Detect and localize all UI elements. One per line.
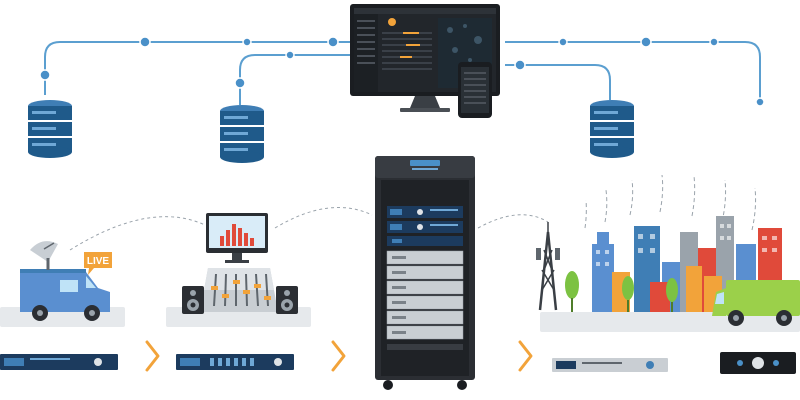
network-node: [242, 37, 252, 47]
audio-mixer-icon: [200, 268, 278, 312]
chevron-right-icon: [145, 340, 160, 372]
network-node: [640, 36, 652, 48]
speaker-icon: [182, 286, 204, 314]
network-nodes: [39, 36, 765, 107]
rack-unit-secondary: [387, 221, 463, 233]
hardware-unit: [720, 352, 796, 374]
chevron-right-icon: [331, 340, 346, 372]
transmission-tower-icon: [536, 222, 560, 311]
server-stack-icon: [28, 100, 72, 158]
rack-unit-tertiary: [387, 236, 463, 246]
network-node: [327, 36, 339, 48]
network-lines: [44, 41, 761, 105]
hardware-unit: [0, 354, 118, 370]
signal-arcs: [69, 206, 549, 251]
rack-amplifiers: [386, 250, 464, 340]
hardware-unit: [176, 354, 294, 370]
broadcast-van-icon: [20, 269, 110, 321]
live-badge: LIVE: [84, 252, 112, 275]
network-node: [39, 69, 51, 81]
chevron-right-icon: [518, 340, 533, 372]
network-node: [709, 37, 719, 47]
network-line-right-branch: [505, 64, 611, 100]
network-node: [755, 97, 765, 107]
rack-cabinet-icon: [375, 156, 475, 390]
live-badge-text: LIVE: [87, 256, 110, 267]
hardware-unit: [552, 358, 668, 372]
network-node: [514, 59, 526, 71]
rack-unit-primary: [387, 206, 463, 218]
monitor-icon: [206, 213, 268, 263]
network-line-left-branch: [239, 42, 356, 105]
network-node: [285, 50, 295, 60]
server-stack-icon: [220, 105, 264, 163]
server-stack-icon: [590, 100, 634, 158]
network-node: [558, 37, 568, 47]
network-line-right: [505, 41, 761, 102]
speaker-icon: [276, 286, 298, 314]
smartphone-icon: [458, 62, 492, 118]
satellite-dish-icon: [30, 241, 58, 270]
tree-icon: [565, 271, 678, 302]
delivery-truck-icon: [712, 280, 800, 326]
network-node: [139, 36, 151, 48]
network-node: [234, 77, 246, 89]
network-line-left: [44, 41, 355, 95]
monitor-icon: [350, 4, 500, 112]
flow-arrows: [145, 340, 533, 372]
